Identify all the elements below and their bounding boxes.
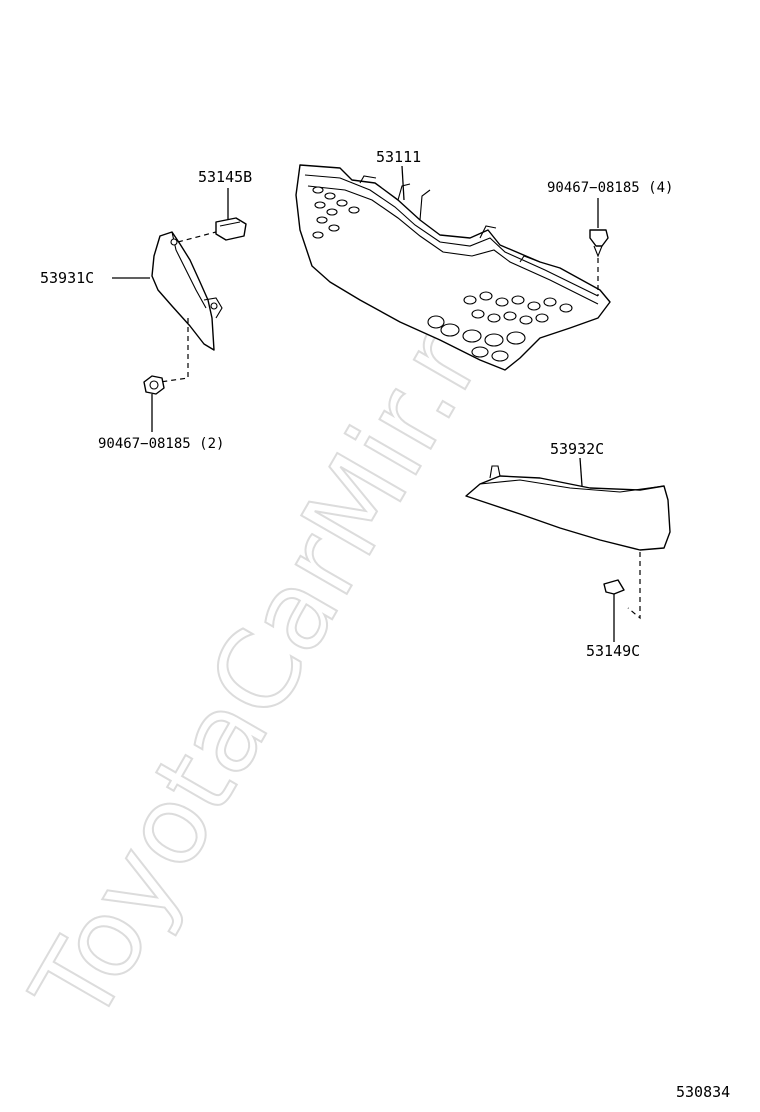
label-bracket-upper: 53145B (198, 168, 252, 186)
label-clip-right: 90467−08185 (4) (547, 180, 673, 196)
label-grille: 53111 (376, 148, 421, 166)
label-molding-right: 53932C (550, 440, 604, 458)
watermark: ToyotaCarMir.ru (9, 250, 539, 1043)
radiator-grille (295, 164, 611, 371)
clip-left (143, 375, 165, 432)
label-bracket-lower: 53149C (586, 642, 640, 660)
label-clip-left: 90467−08185 (2) (98, 436, 224, 452)
grille-holes (312, 186, 573, 362)
molding-left (112, 231, 223, 351)
clip-right (589, 198, 609, 258)
diagram-id: 530834 (676, 1083, 730, 1101)
label-molding-left: 53931C (40, 269, 94, 287)
molding-right (465, 457, 671, 551)
bracket-lower (603, 579, 625, 642)
bracket-upper (215, 188, 247, 241)
